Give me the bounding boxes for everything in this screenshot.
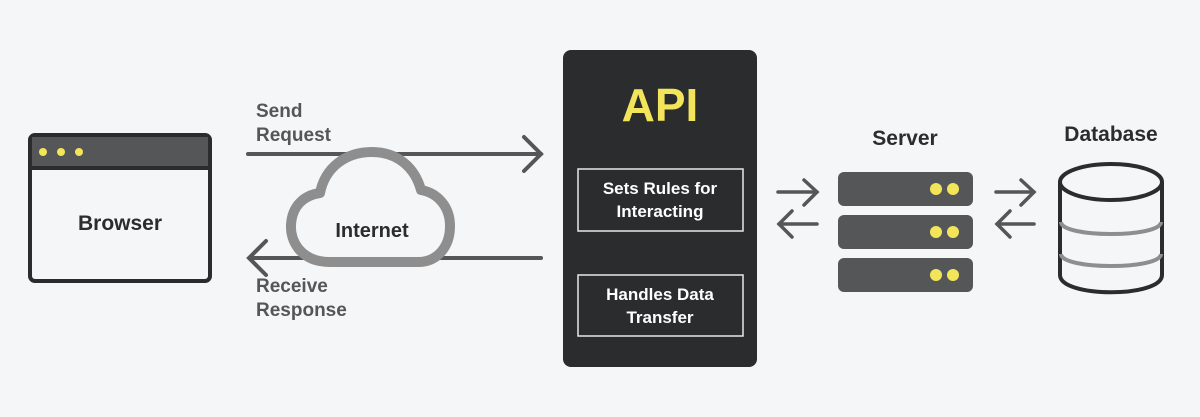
database-cylinder-icon <box>1058 162 1164 295</box>
api-transfer-line1: Handles Data <box>606 285 714 304</box>
browser-window-icon <box>28 133 212 283</box>
server-label: Server <box>872 127 937 150</box>
receive-response-line2: Response <box>256 300 347 321</box>
api-rules-line2: Interacting <box>617 202 704 221</box>
api-transfer-line2: Transfer <box>626 308 693 327</box>
api-server-arrows-icon <box>776 178 820 239</box>
send-request-line2: Request <box>256 125 332 146</box>
api-rules-box <box>577 168 744 232</box>
send-request-line1: Send <box>256 101 302 122</box>
browser-label: Browser <box>78 212 162 235</box>
internet-label: Internet <box>335 220 409 242</box>
api-title: API <box>622 79 699 131</box>
server-rack-icon <box>838 172 973 292</box>
receive-response-line1: Receive <box>256 276 328 297</box>
cloud-icon <box>285 147 455 267</box>
api-panel <box>563 50 757 367</box>
server-database-arrows-icon <box>994 178 1037 239</box>
api-rules-line1: Sets Rules for <box>603 179 718 198</box>
api-transfer-box <box>577 274 744 337</box>
database-label: Database <box>1064 123 1157 146</box>
